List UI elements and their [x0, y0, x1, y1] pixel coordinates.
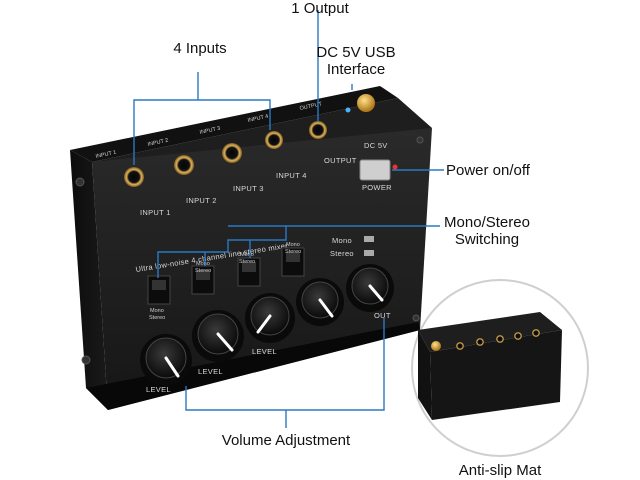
jack-output: [309, 121, 327, 139]
knob-row: LEVEL LEVEL LEVEL OUT: [140, 264, 394, 394]
switch-label: Stereo: [195, 268, 211, 274]
callout-output: 1 Output: [291, 0, 349, 17]
jack-input-2: [174, 155, 194, 175]
switch-label: Stereo: [239, 259, 255, 265]
callout-power: Power on/off: [446, 162, 530, 179]
jack-input-4: [265, 131, 283, 149]
out-label: OUT: [374, 311, 391, 320]
mode-icon: [364, 236, 374, 242]
mono-stereo-switch-3[interactable]: Mono Stereo: [237, 252, 261, 287]
power-button[interactable]: [359, 159, 391, 181]
volume-knob-3[interactable]: LEVEL: [245, 293, 295, 356]
screw: [75, 177, 85, 187]
knob-label: LEVEL: [252, 347, 277, 356]
knob-label: LEVEL: [146, 385, 171, 394]
output-knob[interactable]: OUT: [346, 264, 394, 320]
back-label: INPUT 4: [247, 114, 269, 124]
device-left-side: [70, 150, 108, 410]
inset-jack: [496, 335, 504, 343]
back-label: INPUT 3: [199, 126, 221, 136]
knob-label: LEVEL: [198, 367, 223, 376]
inset-gold-connector: [431, 341, 441, 351]
inset-jack: [456, 342, 464, 350]
mono-stereo-switch-2[interactable]: Mono Stereo: [191, 261, 215, 295]
jack-label: INPUT 1: [140, 208, 171, 217]
switch-label: Mono: [196, 261, 210, 267]
volume-knob-1[interactable]: LEVEL: [140, 334, 192, 394]
screw: [416, 136, 424, 144]
callout-lines: [133, 10, 444, 428]
inset-device-top: [418, 312, 562, 352]
switch-label: Mono: [286, 242, 300, 248]
jack-input-3: [222, 143, 242, 163]
callout-usb-line2: Interface: [326, 61, 386, 78]
volume-knob-2[interactable]: LEVEL: [192, 310, 244, 376]
power-led: [392, 164, 398, 170]
dc-usb-led: [345, 107, 351, 113]
switch-label: Stereo: [285, 249, 301, 255]
inset-device-front: [418, 330, 432, 420]
jack-row: [124, 121, 327, 187]
device-bottom-edge: [86, 322, 420, 410]
callout-mono-line2: Switching: [454, 231, 520, 248]
callout-usb: DC 5V USB Interface: [300, 44, 412, 78]
inset-jack: [514, 332, 522, 340]
jack-input-1: [124, 167, 144, 187]
mono-stereo-switch-4[interactable]: Mono Stereo: [281, 242, 305, 277]
device-back-face: [70, 86, 398, 162]
jack-label: INPUT 4: [276, 171, 307, 180]
callout-line-mono: [157, 226, 287, 278]
callout-antislip: Anti-slip Mat: [458, 462, 542, 479]
callout-inputs: 4 Inputs: [173, 40, 227, 57]
mode-stereo-label: Stereo: [330, 249, 354, 258]
mode-icon: [364, 250, 374, 256]
switch-row: Mono Stereo Mono Stereo Mono Stereo Mono…: [147, 242, 305, 321]
switch-label: Mono: [150, 308, 164, 314]
back-label: INPUT 1: [95, 150, 117, 160]
callout-mono-stereo: Mono/Stereo Switching: [432, 214, 542, 248]
callout-volume: Volume Adjustment: [221, 432, 351, 449]
inset-device-face: [430, 330, 562, 420]
jack-label: INPUT 3: [233, 184, 264, 193]
back-label: INPUT 2: [147, 138, 169, 148]
dc-usb-connector: [357, 94, 375, 112]
jack-label: OUTPUT: [324, 156, 357, 165]
callout-usb-line1: DC 5V USB: [316, 44, 396, 61]
power-label: POWER: [362, 183, 392, 192]
callout-mono-line1: Mono/Stereo: [444, 214, 530, 231]
inset-jack: [476, 338, 484, 346]
dc-label: DC 5V: [364, 141, 388, 150]
mono-stereo-switch-1[interactable]: Mono Stereo: [147, 275, 171, 321]
inset-detail: [411, 279, 589, 457]
callout-line-volume: [185, 318, 385, 411]
mode-mono-label: Mono: [332, 236, 352, 245]
jack-label: INPUT 2: [186, 196, 217, 205]
screw: [81, 355, 91, 365]
back-label: OUTPUT: [299, 101, 323, 112]
switch-label: Mono: [240, 252, 254, 258]
switch-label: Stereo: [149, 315, 165, 321]
inset-jack: [532, 329, 540, 337]
callout-line-inputs: [133, 99, 271, 165]
volume-knob-4[interactable]: [296, 278, 344, 326]
screw: [412, 314, 420, 322]
